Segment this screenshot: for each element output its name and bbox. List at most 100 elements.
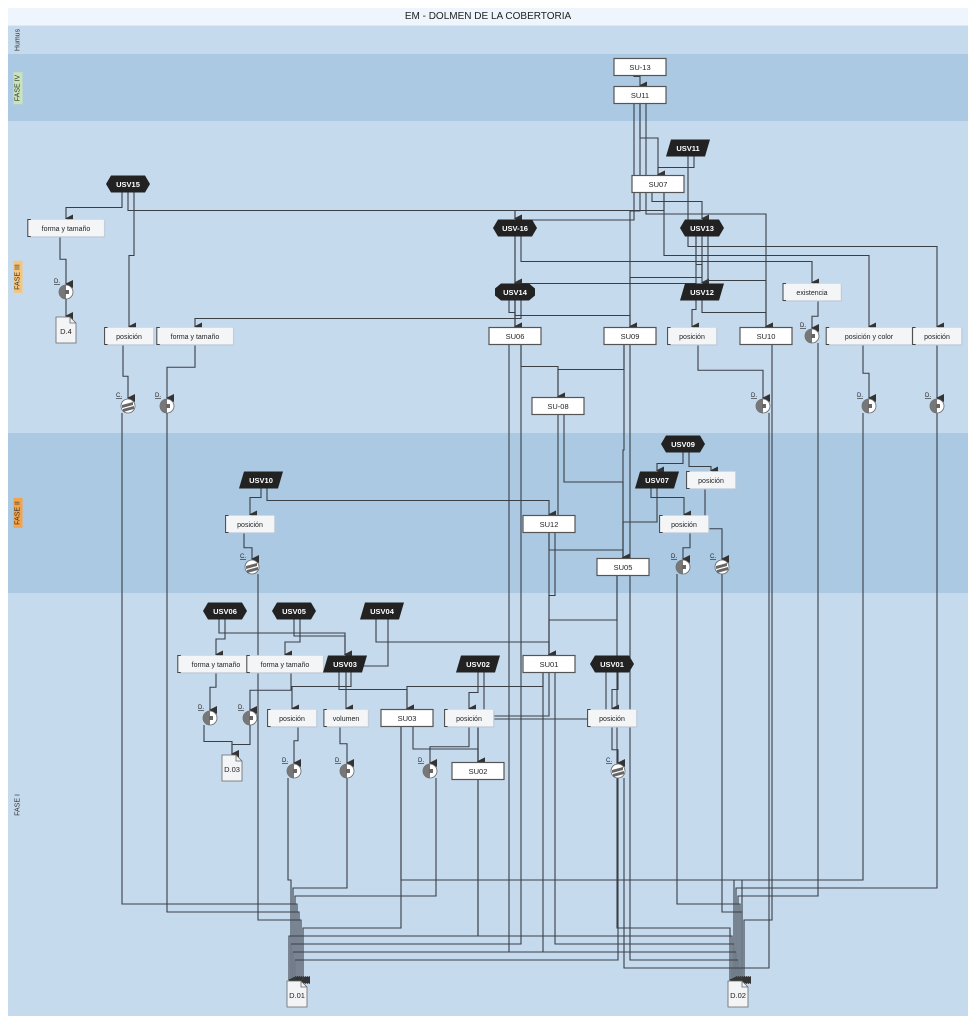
node-p-posicion4[interactable]: posición [686,471,737,490]
extractor-x4[interactable]: D. [800,323,820,344]
combiner-x8[interactable]: C. [240,554,260,575]
edge-SU01-to-D.01 [292,672,544,984]
edge-X16-to-D.02 [623,778,747,984]
su-box [631,174,685,194]
node-d-03[interactable]: D.03 [221,754,243,782]
node-label: volumen [333,716,360,723]
node-su09[interactable]: SU09 [603,326,657,346]
node-d-4[interactable]: D.4 [55,316,77,344]
edge-USV10-to-SU12 [266,488,556,519]
node-p-existencia[interactable]: existencia [782,283,842,302]
node-label: USV01 [600,660,624,669]
extractor-x9[interactable]: D. [671,554,691,575]
usv-hexagon-shape [493,219,537,237]
node-p-forma3[interactable]: forma y tamaño [177,655,256,674]
node-usv04[interactable]: USV04 [360,602,404,620]
node-usv03[interactable]: USV03 [323,655,367,673]
extractor-x7[interactable]: D. [925,393,945,414]
node-usv06[interactable]: USV06 [203,602,247,620]
edge-SU-08-to-SU05 [563,414,630,562]
node-p-posicion1[interactable]: posición [104,327,155,346]
extractor-x3[interactable]: D. [155,393,175,414]
node-label: USV05 [282,607,306,616]
edge-X5-to-D.02 [731,413,770,984]
node-su05[interactable]: SU05 [596,557,650,577]
edge-USV10-to-P-posicion5 [249,488,262,519]
edge-USV13-to-SU10 [707,236,773,331]
node-label: SU-13 [629,63,650,72]
usv-hexagon-shape [106,175,150,193]
node-label: USV09 [671,440,695,449]
node-p-posicion2[interactable]: posición [667,327,718,346]
node-su07[interactable]: SU07 [631,174,685,194]
edge-USV15-to-P-posicion1 [128,192,136,331]
edge-P-posicion9-to-X16 [611,726,625,767]
node-su11[interactable]: SU11 [613,85,667,105]
node-su01[interactable]: SU01 [522,654,576,674]
node-su-08[interactable]: SU-08 [531,396,585,416]
node-p-volumen[interactable]: volumen [323,709,370,728]
extractor-x14[interactable]: D. [335,758,355,779]
edge-USV05-to-USV03 [293,619,352,659]
extractor-x6[interactable]: D. [857,393,877,414]
node-p-forma2[interactable]: forma y tamaño [156,327,235,346]
node-su02[interactable]: SU02 [451,761,505,781]
node-usv01[interactable]: USV01 [590,655,634,673]
edge-USV04-to-SU01 [375,619,556,659]
edge-P-poscolor-to-X6 [862,344,876,402]
node-usv15[interactable]: USV15 [106,175,150,193]
extractor-x11[interactable]: D. [198,705,218,726]
edge-SU03-to-SU02 [412,726,485,766]
node-p-posicion8[interactable]: posición [444,709,495,728]
node-usv02[interactable]: USV02 [456,655,500,673]
extractor-x12[interactable]: D. [238,705,258,726]
node-d-02[interactable]: D.02 [727,980,749,1008]
node-p-posicion6[interactable]: posición [659,515,710,534]
node-p-posicion7[interactable]: posición [267,709,318,728]
lane-fase-ii: FASE II [8,433,968,593]
node-p-poscolor[interactable]: posición y color [825,327,913,346]
node-usv-16[interactable]: USV-16 [493,219,537,237]
usv-hexagon-shape [680,219,724,237]
su-box [603,326,657,346]
extractor-x5[interactable]: D. [751,393,771,414]
edge-USV01-to-P-posicion9 [611,672,619,713]
su-box [451,761,505,781]
node-su06[interactable]: SU06 [488,326,542,346]
node-usv13[interactable]: USV13 [680,219,724,237]
node-label: posición [698,478,724,485]
node-label: SU05 [614,563,633,572]
node-usv09[interactable]: USV09 [661,435,705,453]
document-icon [286,980,308,1008]
node-su-13[interactable]: SU-13 [613,57,667,77]
node-p-posicion9[interactable]: posición [587,709,638,728]
node-usv05[interactable]: USV05 [272,602,316,620]
combiner-label: D. [155,393,161,399]
node-su12[interactable]: SU12 [522,514,576,534]
extractor-x15[interactable]: D. [418,758,438,779]
node-usv07[interactable]: USV07 [635,471,679,489]
node-usv11[interactable]: USV11 [666,139,710,157]
combiner-label: D. [198,705,204,711]
node-p-posicion5[interactable]: posición [225,515,276,534]
combiner-x10[interactable]: C. [710,554,730,575]
edge-SU07-to-P-poscolor [663,192,876,331]
node-p-forma1[interactable]: forma y tamaño [27,219,106,238]
edge-X3-to-D.01 [166,413,306,984]
node-usv12[interactable]: USV12 [680,283,724,301]
extractor-x13[interactable]: D. [282,758,302,779]
combiner-label: D. [418,758,424,764]
combiner-x16[interactable]: C. [606,758,626,779]
node-p-forma4[interactable]: forma y tamaño [246,655,325,674]
node-su03[interactable]: SU03 [380,708,434,728]
node-su10[interactable]: SU10 [739,326,793,346]
node-usv14[interactable]: USV14 [495,283,535,301]
node-p-posicion3[interactable]: posición [912,327,963,346]
combiner-x2[interactable]: C. [116,393,136,414]
combiner-label: D. [335,758,341,764]
extractor-x1[interactable]: D. [54,279,74,300]
node-usv10[interactable]: USV10 [239,471,283,489]
node-d-01[interactable]: D.01 [286,980,308,1008]
